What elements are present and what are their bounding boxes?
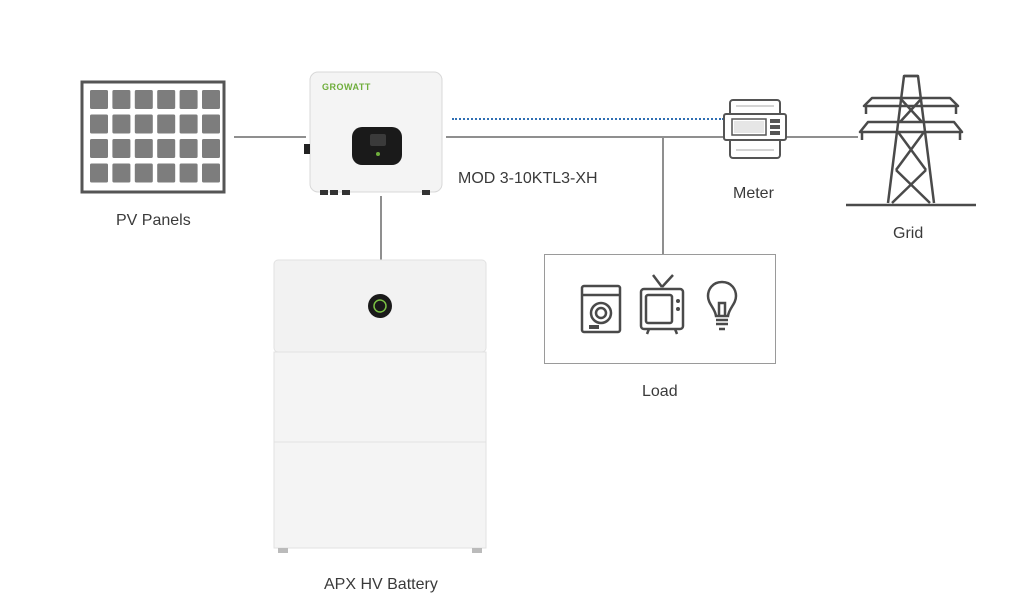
inverter-brand-logo: GROWATT [322,82,371,92]
smart-meter-icon [723,99,787,159]
light-bulb-icon [706,280,738,331]
wire-inverter-meter [446,136,728,138]
pv-cell [157,163,176,183]
pv-cell [134,139,153,158]
pv-cell [202,114,220,134]
washing-machine-icon [580,284,622,334]
comm-line-inverter-meter [452,118,724,120]
inverter-model-label: MOD 3-10KTL3-XH [458,170,598,187]
pv-cell [134,90,153,109]
solar-panel-icon [80,80,226,194]
wire-meter-grid [786,136,858,138]
inverter: GROWATT [304,70,446,198]
wire-load-drop [662,137,664,255]
load-label: Load [642,383,678,400]
pv-cell [202,90,220,109]
grid-label: Grid [893,225,924,242]
pv-cell [179,163,198,183]
pv-cell [157,114,176,134]
pv-cell [90,163,108,183]
pv-cell [90,139,108,158]
pv-cell [90,114,108,134]
battery-stack [272,256,488,556]
transmission-tower-icon [846,74,976,207]
tv-icon [639,274,685,335]
inverter-icon [304,71,443,195]
pv-cell [179,139,198,158]
meter [722,98,788,160]
pv-cell [90,90,108,109]
pv-cell [157,139,176,158]
pv-cell [157,90,176,109]
pv-cell [179,114,198,134]
pv-panel [80,80,226,194]
pv-panels-label: PV Panels [116,212,191,229]
pv-cell [134,114,153,134]
pv-cell [112,114,131,134]
pv-cell [202,139,220,158]
pv-cell [112,90,131,109]
pv-cell [112,139,131,158]
load-box [544,254,776,364]
wire-inverter-battery [380,196,382,260]
meter-label: Meter [733,185,774,202]
pv-cell [112,163,131,183]
wire-pv-inverter [234,136,306,138]
battery-stack-icon [273,259,487,553]
pv-cell [179,90,198,109]
pv-cell [134,163,153,183]
grid-tower [846,70,976,208]
pv-cell [202,163,220,183]
battery-label: APX HV Battery [324,576,438,593]
